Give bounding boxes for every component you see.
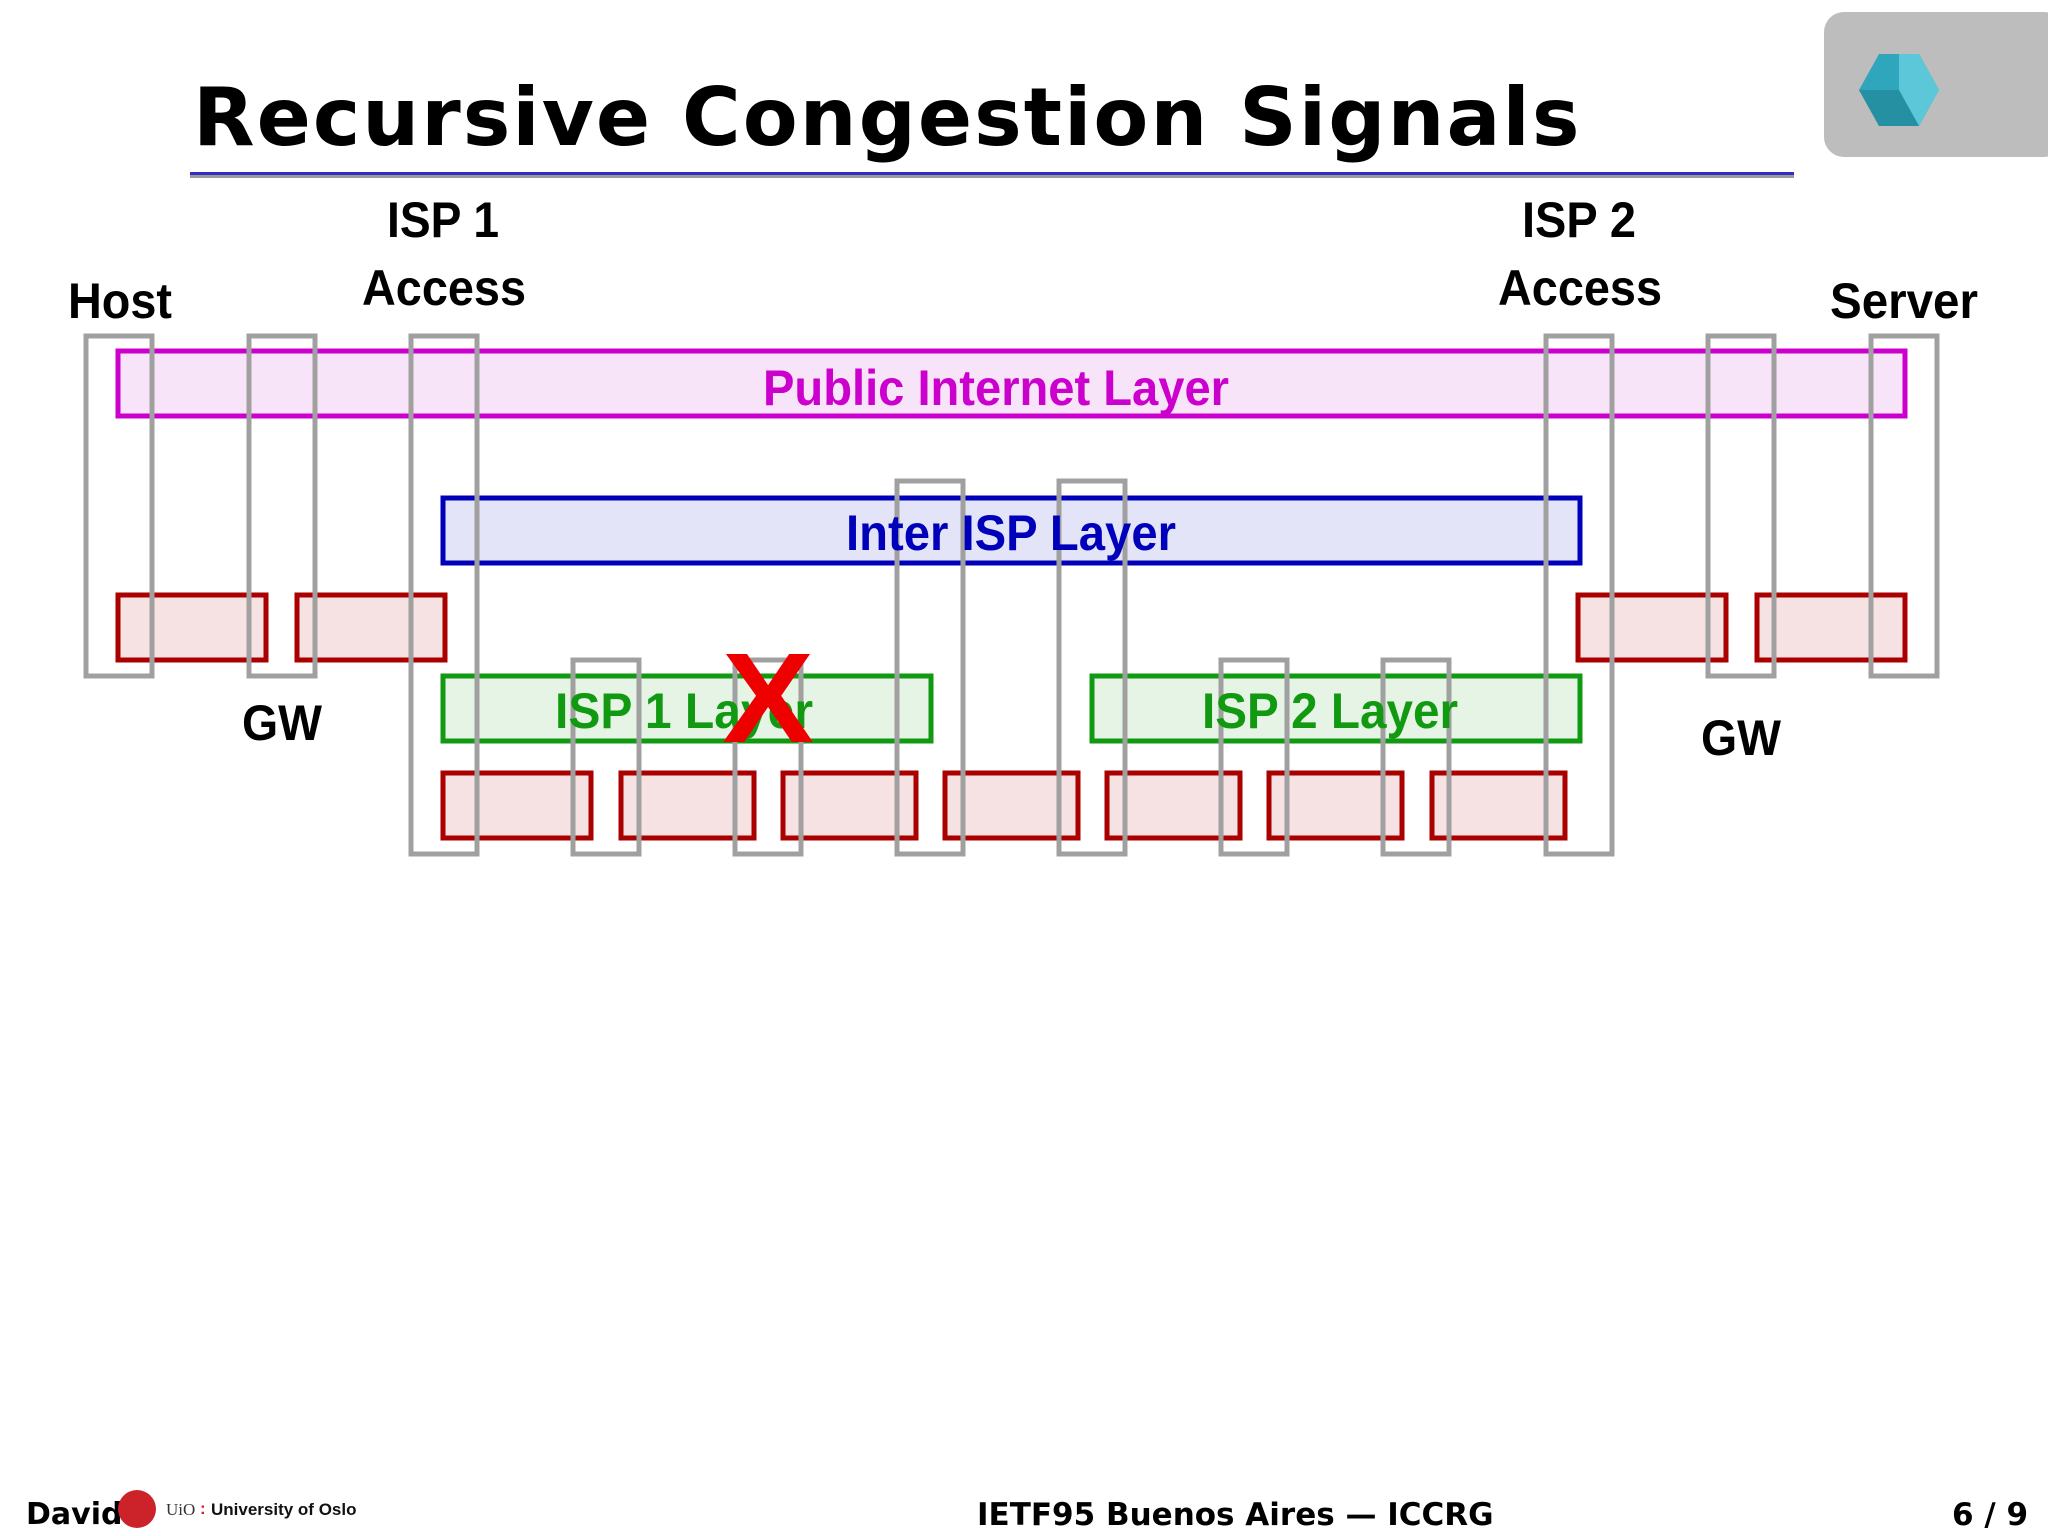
node-column-isp1-border <box>894 478 966 857</box>
footer-event: IETF95 Buenos Aires — ICCRG <box>977 1497 1494 1533</box>
logo-panel <box>1824 12 2048 157</box>
isp1-layer-box <box>440 673 934 744</box>
link-box <box>1104 770 1243 841</box>
node-column-isp2-router <box>1380 657 1452 857</box>
university-seal-icon <box>118 1490 156 1528</box>
node-column-host <box>83 333 155 679</box>
link-box <box>618 770 757 841</box>
server-label: Server <box>1830 273 1978 329</box>
footer-university: University of Oslo <box>211 1500 357 1519</box>
footer-uio: UiO <box>166 1500 196 1519</box>
link-box <box>1429 770 1568 841</box>
link-box <box>440 770 594 841</box>
host-label: Host <box>68 273 172 329</box>
isp2-layer-box <box>1089 673 1583 744</box>
link-box <box>1754 592 1908 663</box>
footer-author: David <box>26 1497 123 1532</box>
isp1-layer-label: ISP 1 Layer <box>555 683 813 739</box>
link-box <box>780 770 919 841</box>
node-column-isp1-router <box>732 657 804 857</box>
link-box <box>942 770 1081 841</box>
node-column-isp2-router <box>1218 657 1290 857</box>
link-box <box>1575 592 1729 663</box>
link-box <box>294 592 448 663</box>
inter-isp-layer-box <box>440 495 1583 566</box>
isp2-layer-label: ISP 2 Layer <box>1202 683 1458 739</box>
node-column-isp2-border <box>1056 478 1128 857</box>
inter-isp-layer-label: Inter ISP Layer <box>846 505 1176 561</box>
node-column-isp2-access <box>1543 333 1615 857</box>
node-column-isp1-router <box>570 657 642 857</box>
footer-page-number: 6 / 9 <box>1952 1497 2029 1533</box>
node-column-server <box>1868 333 1940 679</box>
node-column-isp1-access <box>408 333 480 857</box>
congestion-mark: X <box>722 627 814 770</box>
public-internet-layer-box <box>115 348 1908 419</box>
isp1-access-label-line1: ISP 1 <box>387 192 499 248</box>
isp1-access-label-line2: Access <box>362 260 526 316</box>
node-column-gw-right <box>1705 333 1777 679</box>
link-box <box>115 592 269 663</box>
gw-left-label: GW <box>242 695 323 751</box>
hexagon-logo-icon <box>1859 54 1939 126</box>
slide-title: Recursive Congestion Signals <box>193 71 1582 164</box>
footer-uio-separator: : <box>200 1499 206 1518</box>
public-internet-layer-label: Public Internet Layer <box>763 360 1229 416</box>
isp2-access-label-line2: Access <box>1498 260 1662 316</box>
gw-right-label: GW <box>1701 710 1782 766</box>
isp2-access-label-line1: ISP 2 <box>1522 192 1636 248</box>
node-column-gw-left <box>246 333 318 679</box>
link-box <box>1266 770 1405 841</box>
title-rule <box>190 172 1794 178</box>
